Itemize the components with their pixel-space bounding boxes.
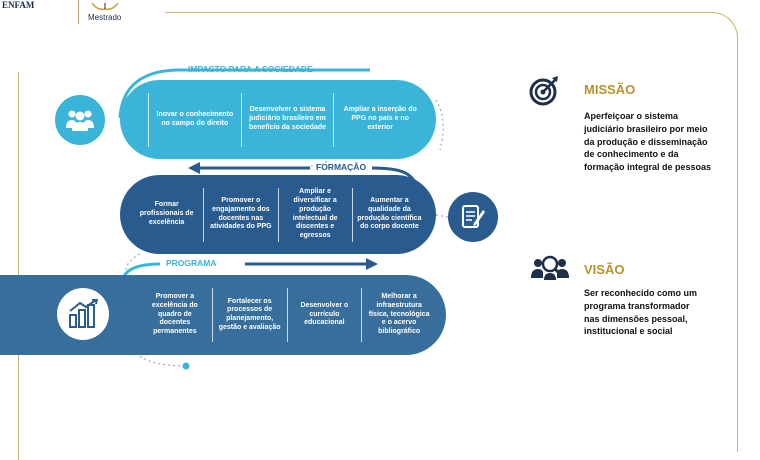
formacao-item-3: Ampliar e diversificar a produção intele…	[277, 187, 352, 242]
missao-title: MISSÃO	[584, 82, 636, 97]
programa-item-3: Desenvolver o currículo educacional	[286, 288, 362, 342]
formacao-item-1: Formar profissionais de excelência	[139, 201, 194, 226]
book-icon	[90, 0, 120, 18]
impacto-item-2: Desenvolver o sistema judiciário brasile…	[240, 92, 334, 147]
document-pen-icon	[448, 192, 498, 242]
visao-text: Ser reconhecido como um programa transfo…	[584, 288, 698, 337]
programa-label: PROGRAMA	[166, 258, 217, 268]
target-icon	[528, 76, 560, 111]
people-group-icon	[55, 95, 105, 145]
gold-frame-left	[18, 72, 20, 460]
logo-subtitle: Mestrado	[88, 13, 122, 22]
logo-enfam: ENFAM	[2, 0, 35, 10]
formacao-item-4: Aumentar a qualidade da produção científ…	[351, 187, 426, 242]
formacao-band: Formar profissionais de excelência Promo…	[120, 175, 436, 254]
missao-text: Aperfeiçoar o sistema judiciário brasile…	[584, 111, 712, 173]
impacto-band: Inovar o conhecimento no campo do direit…	[120, 80, 436, 159]
programa-item-4: Melhorar a infraestrutura física, tecnol…	[361, 288, 436, 342]
people-search-icon	[530, 254, 570, 287]
impacto-label: IMPACTO PARA A SOCIEDADE	[188, 64, 313, 74]
growth-chart-icon	[57, 288, 109, 340]
logo-area	[0, 0, 165, 24]
gold-frame	[18, 12, 738, 452]
programa-item-1: Promover a excelência do quadro de docen…	[151, 293, 198, 336]
impacto-item-3: Ampliar a inserção do PPG no país e no e…	[333, 92, 426, 147]
logo-divider	[78, 0, 79, 24]
visao-title: VISÃO	[584, 262, 625, 277]
impacto-item-1: Inovar o conhecimento no campo do direit…	[148, 92, 241, 147]
programa-item-2: Fortalecer os processos de planejamento,…	[211, 288, 287, 342]
formacao-label: FORMAÇÃO	[316, 162, 367, 172]
formacao-item-2: Promover o engajamento dos docentes nas …	[203, 187, 277, 242]
